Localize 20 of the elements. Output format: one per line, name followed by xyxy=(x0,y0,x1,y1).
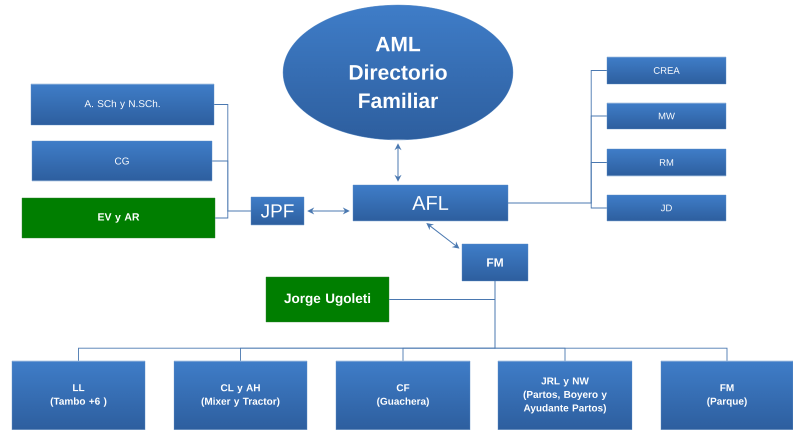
box: MW xyxy=(606,102,726,130)
box: CF (Guachera) xyxy=(336,360,470,430)
connector-line xyxy=(214,210,252,218)
box: JD xyxy=(606,194,726,222)
box: JPF xyxy=(250,196,304,226)
box: RM xyxy=(606,148,726,176)
ellipse-node: AML Directorio Familiar xyxy=(282,4,514,140)
box: JRL y NW (Partos, Boyero y Ayudante Partos) xyxy=(498,360,632,430)
box: FM (Parque) xyxy=(660,360,793,430)
box: CG xyxy=(32,140,212,182)
box: CL y AH (Mixer y Tractor) xyxy=(174,360,308,430)
box: LL (Tambo +6 ) xyxy=(12,360,146,430)
box: CREA xyxy=(606,56,726,84)
box: FM xyxy=(462,244,528,282)
box: A. SCh y N.SCh. xyxy=(30,84,214,126)
connector-line xyxy=(508,202,608,208)
box: AFL xyxy=(352,184,508,222)
box: EV y AR xyxy=(22,198,216,238)
connector-line xyxy=(494,280,728,362)
box: Jorge Ugoleti xyxy=(266,276,390,322)
